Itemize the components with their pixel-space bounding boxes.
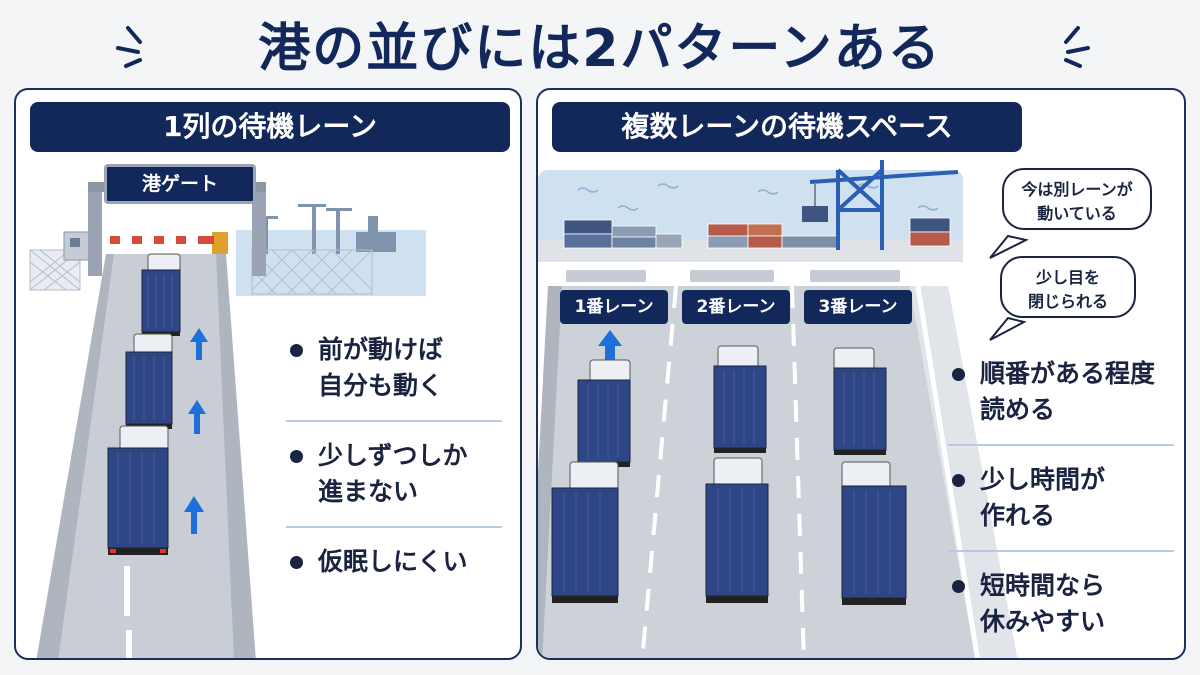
truck-2 [125,333,173,429]
bullet-item: 順番がある程度読める [948,356,1174,428]
emphasis-lines-left [116,26,142,68]
speech-bubble-rest: 少し目を 閉じられる [1000,256,1136,318]
bullet-dot [952,474,965,487]
bullet-dot [290,344,303,357]
lane2-truck-1 [713,345,767,453]
single-lane-bullets: 前が動けば自分も動く 少しずつしか進まない 仮眠しにくい [286,332,502,580]
multi-lane-panel: 複数レーンの待機スペース 1番レーン 2番レーン 3番レーン 今は別レーンが 動… [536,88,1186,660]
multi-lane-bullets: 順番がある程度読める 少し時間が作れる 短時間なら休みやすい [948,356,1174,640]
divider [948,444,1174,446]
bullet-dot [952,368,965,381]
forward-arrow-icon [598,330,622,362]
divider [286,420,502,422]
truck-1 [141,253,181,336]
page-title: 港の並びには2パターンある [258,19,942,79]
divider [948,550,1174,552]
bullet-dot [952,580,965,593]
lane-2-label: 2番レーン [682,290,790,324]
gantry-crane-icon [809,160,959,250]
lane2-truck-2 [705,457,769,603]
lane-1-label: 1番レーン [560,290,668,324]
bullet-item: 短時間なら休みやすい [948,568,1174,640]
speech-bubble-other-lane: 今は別レーンが 動いている [1002,168,1152,230]
bullet-dot [290,556,303,569]
multi-lane-illustration [538,160,1029,658]
bullet-item: 仮眠しにくい [286,544,502,580]
single-lane-panel: 1列の待機レーン 港ゲート 前が動けば自分も動く 少しずつしか進まない 仮眠しに… [14,88,522,660]
lane1-truck-2 [551,461,619,603]
single-lane-header: 1列の待機レーン [30,102,510,152]
bullet-item: 前が動けば自分も動く [286,332,502,404]
divider [286,526,502,528]
single-lane-illustration [29,182,426,658]
multi-lane-header: 複数レーンの待機スペース [552,102,1022,152]
emphasis-lines-right [1064,26,1090,68]
port-gate-sign: 港ゲート [104,164,256,204]
bullet-item: 少しずつしか進まない [286,438,502,510]
bullet-item: 少し時間が作れる [948,462,1174,534]
bullet-dot [290,450,303,463]
lane3-truck-2 [841,461,907,605]
lane3-truck-1 [833,347,887,455]
forward-arrow-icon [184,328,208,534]
truck-3 [107,425,169,555]
lane-3-label: 3番レーン [804,290,912,324]
